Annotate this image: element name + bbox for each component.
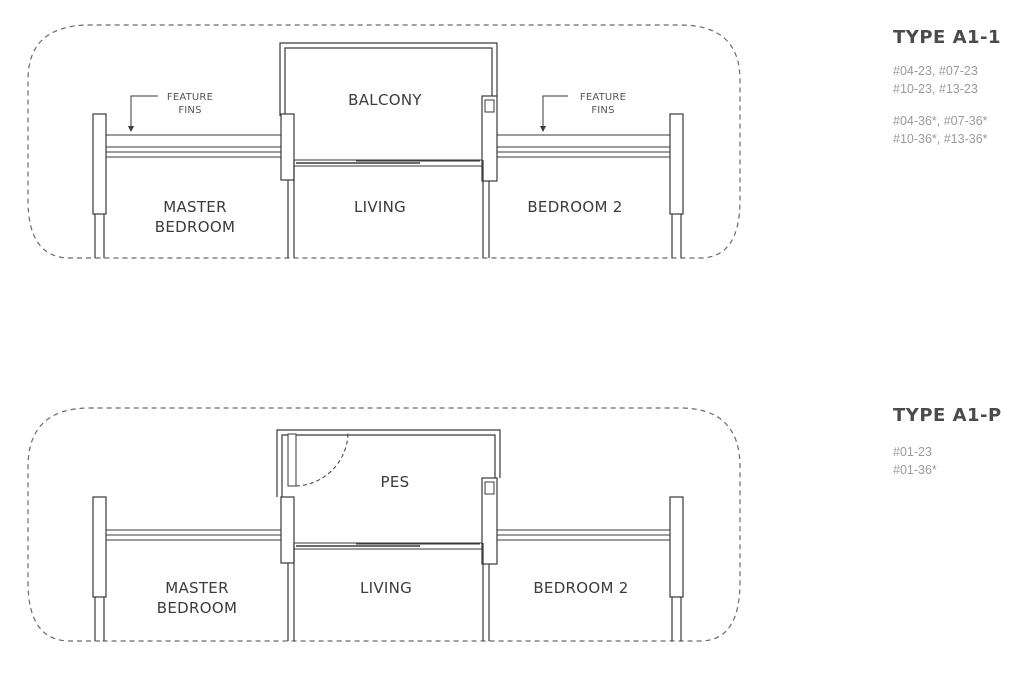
column-inner-left bbox=[280, 496, 295, 564]
site-boundary-outline bbox=[27, 24, 741, 259]
unit-numbers: #10-36*, #13-36* bbox=[893, 132, 988, 146]
unit-numbers: #01-23 bbox=[893, 445, 932, 459]
type-title: TYPE A1-P bbox=[893, 405, 1002, 426]
room-label-living: LIVING bbox=[353, 198, 407, 216]
room-label-master-bedroom: MASTER BEDROOM bbox=[154, 198, 236, 236]
unit-numbers: #01-36* bbox=[893, 463, 937, 477]
unit-list: #04-23, #07-23 #10-23, #13-23 #04-36*, #… bbox=[893, 62, 1001, 148]
column-inner-right bbox=[481, 95, 498, 182]
gate-swing-arc bbox=[295, 431, 349, 487]
column-right bbox=[669, 113, 684, 215]
unit-numbers: #04-23, #07-23 bbox=[893, 64, 978, 78]
column-left bbox=[92, 113, 107, 215]
column-left bbox=[92, 496, 107, 598]
floor-plan-a1-p: PES MASTER BEDROOM LIVING BEDROOM 2 bbox=[0, 382, 760, 642]
floor-plan-drawing bbox=[27, 24, 741, 259]
site-boundary-outline bbox=[27, 407, 741, 642]
column-inner-left bbox=[280, 113, 295, 181]
feature-fins-label-right: FEATURE FINS bbox=[579, 92, 627, 116]
unit-list: #01-23 #01-36* bbox=[893, 443, 1002, 479]
room-label-bedroom-2: BEDROOM 2 bbox=[533, 579, 629, 597]
room-label-bedroom-2: BEDROOM 2 bbox=[527, 198, 623, 216]
unit-numbers: #04-36*, #07-36* bbox=[893, 114, 988, 128]
feature-fins-label-left: FEATURE FINS bbox=[166, 92, 214, 116]
column-right bbox=[669, 496, 684, 598]
type-title: TYPE A1-1 bbox=[893, 27, 1002, 48]
room-label-pes: PES bbox=[380, 473, 410, 491]
column-inner-right bbox=[481, 477, 498, 565]
floor-plan-drawing bbox=[27, 407, 741, 642]
room-label-balcony: BALCONY bbox=[348, 91, 422, 109]
unit-numbers: #10-23, #13-23 bbox=[893, 82, 978, 96]
gate-leaf bbox=[287, 433, 297, 487]
type-info-a1-p: TYPE A1-P #01-23 #01-36* bbox=[893, 405, 1002, 479]
room-label-master-bedroom: MASTER BEDROOM bbox=[156, 579, 238, 617]
type-info-a1-1: TYPE A1-1 #04-23, #07-23 #10-23, #13-23 … bbox=[893, 27, 1001, 148]
room-label-living: LIVING bbox=[359, 579, 413, 597]
floor-plan-a1-1: FEATURE FINS FEATURE FINS BALCONY MASTER… bbox=[0, 0, 760, 260]
